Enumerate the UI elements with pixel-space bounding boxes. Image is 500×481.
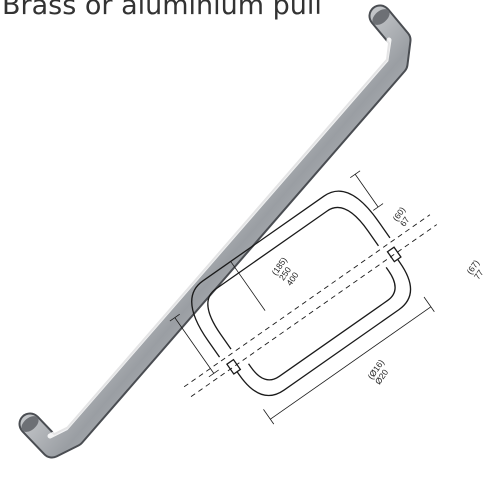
product-headline: Brass or aluminium pull — [2, 0, 322, 21]
handle-inner-outline — [248, 266, 396, 381]
diameter-line — [230, 261, 266, 311]
handle-outer-outline — [236, 258, 412, 397]
depth-line — [174, 317, 215, 374]
overall-length-line — [270, 306, 432, 420]
diameter-label: (Ø16) Ø20 — [365, 356, 394, 387]
projection-label: (60) 67 — [390, 203, 416, 228]
door-line-front — [190, 224, 438, 398]
projection-line — [354, 174, 379, 208]
depth-label: (67) 77 — [464, 256, 490, 281]
mounting-stud-left — [226, 358, 242, 375]
mounting-stud-right — [386, 246, 402, 263]
handle-side-outer — [191, 190, 391, 358]
door-line-back — [183, 214, 431, 388]
overall-length-label: (185) 250 400 — [269, 253, 305, 287]
handle-side-inner — [207, 206, 379, 350]
